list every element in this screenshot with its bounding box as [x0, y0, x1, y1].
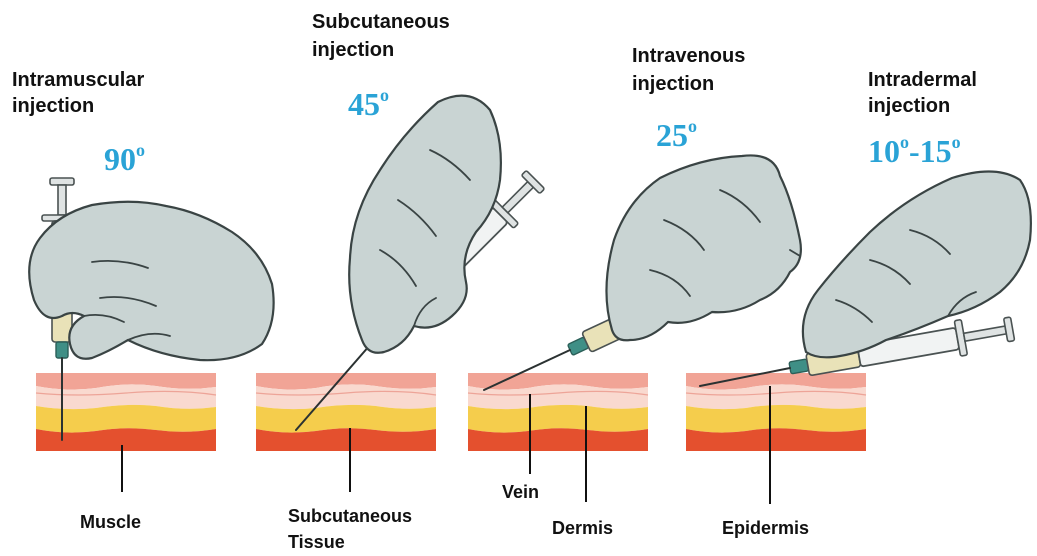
panel-2-title-line1: Subcutaneous — [312, 11, 450, 33]
panel-1-title-line1: Intramuscular — [12, 69, 144, 91]
panel-1-title-line2: injection — [12, 95, 94, 117]
label-subcutaneous-line2: Tissue — [288, 532, 345, 552]
panel-2-title-line2: injection — [312, 39, 394, 61]
panel-4-angle: 10o-15o — [868, 132, 961, 169]
label-vein: Vein — [502, 482, 539, 502]
panel-3-angle: 25o — [656, 116, 697, 153]
panel-1-angle: 90o — [104, 140, 145, 177]
panel-4-skin-cross-section — [686, 373, 866, 453]
panel-2-skin-cross-section — [256, 373, 436, 453]
label-dermis: Dermis — [552, 518, 613, 538]
label-epidermis: Epidermis — [722, 518, 809, 538]
panel-subcutaneous: Subcutaneous injection 45o Subcutaneous … — [256, 11, 549, 552]
panel-intramuscular: Intramuscular injection 90o Muscle — [12, 69, 274, 532]
panel-3-title-line2: injection — [632, 73, 714, 95]
panel-2-gloved-hand — [349, 96, 501, 353]
panel-2-angle: 45o — [348, 85, 389, 122]
label-muscle: Muscle — [80, 512, 141, 532]
panel-3-gloved-hand — [606, 155, 800, 340]
label-subcutaneous-line1: Subcutaneous — [288, 506, 412, 526]
panel-4-title-line1: Intradermal — [868, 69, 977, 91]
panel-3-title-line1: Intravenous — [632, 45, 745, 67]
panel-4-title-line2: injection — [868, 95, 950, 117]
panel-intravenous: Intravenous injection 25o Vein Dermis — [468, 45, 801, 538]
